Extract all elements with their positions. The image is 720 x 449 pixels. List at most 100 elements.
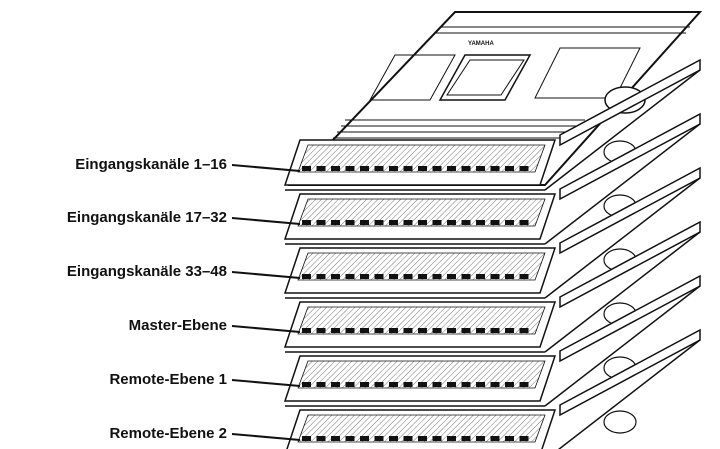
fader-cap [491, 274, 500, 279]
fader-cap [491, 220, 500, 225]
fader-cap [447, 166, 456, 171]
fader-cap [447, 220, 456, 225]
fader-cap [360, 274, 369, 279]
fader-cap [360, 166, 369, 171]
fader-cap [520, 382, 529, 387]
fader-cap [331, 166, 340, 171]
fader-cap [462, 328, 471, 333]
leader-line-remote-1 [232, 380, 300, 386]
fader-cap [462, 436, 471, 441]
fader-cap [317, 382, 326, 387]
fader-cap [375, 436, 384, 441]
fader-cap [375, 220, 384, 225]
fader-cap [346, 436, 355, 441]
fader-cap [360, 436, 369, 441]
fader-cap [462, 166, 471, 171]
fader-cap [375, 382, 384, 387]
fader-cap [433, 328, 442, 333]
brand-logo: YAMAHA [468, 41, 494, 47]
fader-cap [462, 382, 471, 387]
fader-cap [433, 166, 442, 171]
layer-label-remote-1: Remote-Ebene 1 [109, 371, 227, 388]
fader-cap [433, 220, 442, 225]
fader-cap [447, 274, 456, 279]
fader-cap [389, 274, 398, 279]
fader-cap [375, 328, 384, 333]
fader-cap [520, 274, 529, 279]
fader-cap [360, 220, 369, 225]
fader-cap [360, 328, 369, 333]
fader-cap [317, 166, 326, 171]
fader-cap [505, 166, 514, 171]
fader-cap [491, 166, 500, 171]
fader-cap [447, 436, 456, 441]
fader-cap [404, 382, 413, 387]
fader-cap [418, 274, 427, 279]
jog-wheel-icon [604, 411, 636, 433]
fader-cap [331, 220, 340, 225]
fader-cap [520, 220, 529, 225]
fader-cap [418, 166, 427, 171]
fader-cap [476, 382, 485, 387]
fader-cap [418, 220, 427, 225]
fader-cap [433, 436, 442, 441]
fader-cap [302, 166, 311, 171]
fader-cap [491, 436, 500, 441]
fader-cap [389, 382, 398, 387]
fader-cap [520, 166, 529, 171]
layer-label-remote-2: Remote-Ebene 2 [109, 425, 227, 442]
fader-cap [346, 220, 355, 225]
fader-cap [317, 220, 326, 225]
fader-cap [476, 220, 485, 225]
leader-line-inputs-1-16 [232, 165, 300, 171]
fader-cap [302, 220, 311, 225]
layer-labels: Eingangskanäle 1–16 Eingangskanäle 17–32… [67, 156, 300, 442]
fader-cap [418, 382, 427, 387]
fader-cap [331, 274, 340, 279]
fader-cap [346, 166, 355, 171]
leader-line-inputs-33-48 [232, 272, 300, 278]
fader-cap [302, 328, 311, 333]
fader-cap [476, 274, 485, 279]
fader-cap [389, 436, 398, 441]
leader-line-remote-2 [232, 434, 300, 440]
fader-cap [505, 274, 514, 279]
layer-label-inputs-17-32: Eingangskanäle 17–32 [67, 209, 227, 226]
fader-cap [404, 436, 413, 441]
layer-label-master: Master-Ebene [129, 317, 227, 334]
layer-label-inputs-33-48: Eingangskanäle 33–48 [67, 263, 227, 280]
fader-cap [418, 436, 427, 441]
fader-cap [331, 328, 340, 333]
fader-cap [346, 382, 355, 387]
layer-label-inputs-1-16: Eingangskanäle 1–16 [75, 156, 227, 173]
fader-cap [302, 274, 311, 279]
fader-cap [476, 166, 485, 171]
fader-cap [505, 436, 514, 441]
fader-cap [331, 436, 340, 441]
fader-cap [520, 328, 529, 333]
fader-cap [491, 382, 500, 387]
fader-cap [404, 328, 413, 333]
fader-cap [433, 274, 442, 279]
leader-line-inputs-17-32 [232, 218, 300, 224]
fader-cap [346, 274, 355, 279]
fader-cap [447, 382, 456, 387]
fader-cap [520, 436, 529, 441]
fader-cap [302, 382, 311, 387]
fader-cap [404, 166, 413, 171]
fader-cap [389, 166, 398, 171]
fader-cap [433, 382, 442, 387]
fader-cap [317, 436, 326, 441]
fader-cap [375, 274, 384, 279]
fader-cap [360, 382, 369, 387]
fader-cap [491, 328, 500, 333]
fader-cap [418, 328, 427, 333]
fader-cap [302, 436, 311, 441]
fader-cap [375, 166, 384, 171]
fader-cap [447, 328, 456, 333]
fader-cap [404, 220, 413, 225]
fader-cap [505, 220, 514, 225]
fader-cap [462, 274, 471, 279]
fader-cap [317, 274, 326, 279]
